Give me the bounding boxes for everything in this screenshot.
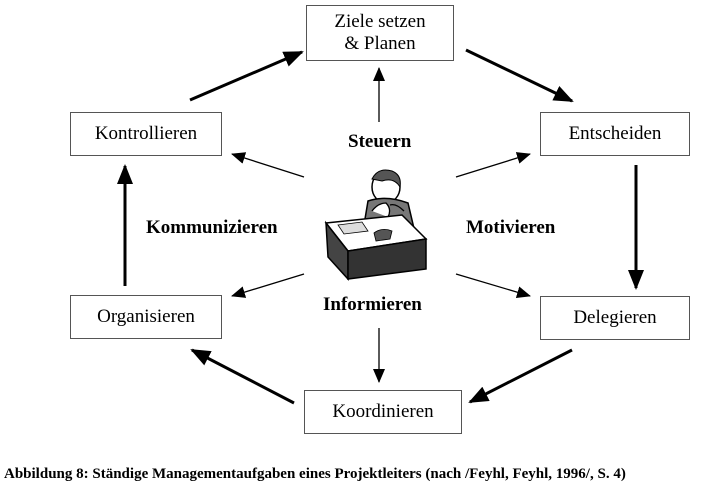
label-kommunizieren: Kommunizieren xyxy=(146,217,278,238)
arrow-center-to-delegieren xyxy=(455,273,531,299)
figure-caption: Abbildung 8: Ständige Managementaufgaben… xyxy=(4,466,626,482)
box-koordinieren-label: Koordinieren xyxy=(332,401,434,422)
arrow-kontrollieren-to-ziele xyxy=(189,50,304,102)
box-ziele-line2: & Planen xyxy=(344,33,416,54)
box-entscheiden-label: Entscheiden xyxy=(568,123,662,144)
label-informieren: Informieren xyxy=(323,294,422,315)
arrow-ziele-to-entscheiden xyxy=(465,48,574,103)
manager-at-desk-icon xyxy=(324,169,428,281)
label-motivieren: Motivieren xyxy=(466,217,556,238)
box-koordinieren: Koordinieren xyxy=(304,390,462,434)
box-ziele-line1: Ziele setzen xyxy=(334,11,426,32)
box-delegieren: Delegieren xyxy=(540,296,690,340)
arrow-center-to-organisieren xyxy=(231,273,305,298)
arrow-koordinieren-to-organisieren xyxy=(190,348,295,405)
box-ziele-setzen: Ziele setzen & Planen xyxy=(306,5,454,61)
box-kontrollieren: Kontrollieren xyxy=(70,112,222,156)
box-delegieren-label: Delegieren xyxy=(573,307,657,328)
box-organisieren: Organisieren xyxy=(70,295,222,339)
arrow-center-to-entscheiden xyxy=(455,152,531,178)
box-entscheiden: Entscheiden xyxy=(540,112,690,156)
arrow-delegieren-to-koordinieren xyxy=(468,348,573,404)
label-steuern: Steuern xyxy=(348,131,412,152)
box-kontrollieren-label: Kontrollieren xyxy=(94,123,198,144)
box-organisieren-label: Organisieren xyxy=(97,306,195,327)
arrow-center-to-kontrollieren xyxy=(231,152,305,178)
